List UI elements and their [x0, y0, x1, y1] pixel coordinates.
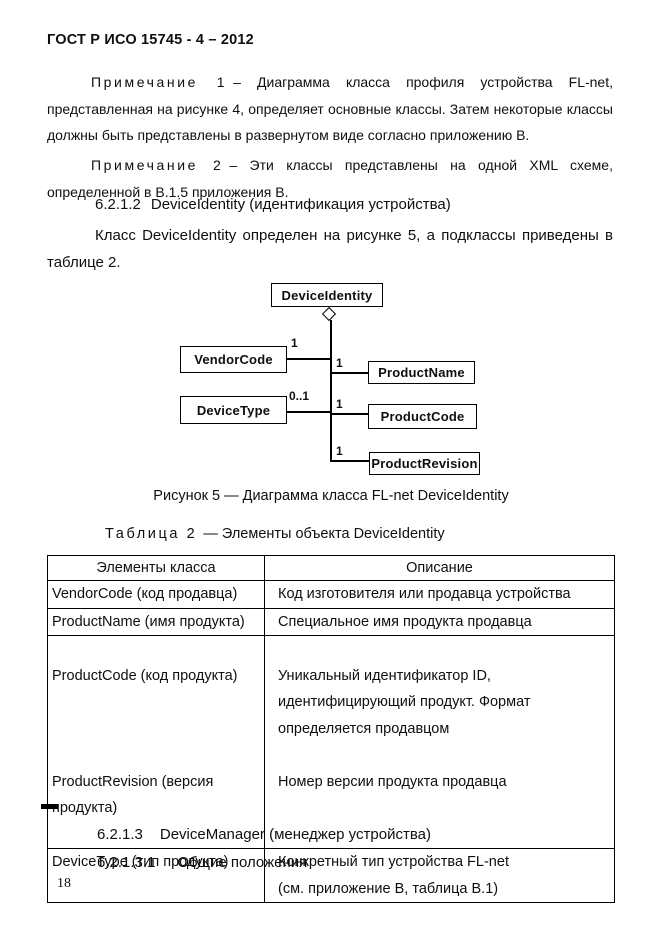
- table-corner-artifact: [41, 804, 58, 809]
- cell-description: Код изготовителя или продавца устройства: [264, 580, 615, 609]
- class-box-productrevision: ProductRevision: [369, 452, 480, 475]
- page-number: 18: [57, 876, 71, 891]
- section-title: DeviceManager (менеджер устройства): [159, 826, 431, 843]
- note-1-label: Примечание 1: [91, 74, 228, 90]
- cell-element: DeviceType (тип продукта): [47, 848, 265, 903]
- table-row-merged: ProductCode (код продукта) ProductRevisi…: [47, 635, 615, 849]
- cell-description-productcode: Уникальный идентификатор ID, идентифицир…: [278, 667, 531, 737]
- class-box-vendorcode: VendorCode: [180, 346, 287, 373]
- table-caption: Таблица 2 — Элементы объекта DeviceIdenti…: [105, 526, 445, 542]
- connector-productname: [330, 372, 368, 374]
- cell-element: ProductName (имя продукта): [47, 607, 265, 636]
- header-cell-elements: Элементы класса: [47, 555, 265, 581]
- cell-description: Уникальный идентификатор ID, идентифицир…: [264, 635, 615, 849]
- section-heading-62131: 6.2.1.3.1 Общие положения: [97, 854, 307, 871]
- section-number: 6.2.1.2: [95, 196, 141, 213]
- section-heading-6212: 6.2.1.2 DeviceIdentity (идентификация уст…: [95, 196, 451, 213]
- class-box-productname: ProductName: [368, 361, 475, 384]
- elements-table: Элементы класса Описание VendorCode (код…: [47, 555, 615, 903]
- header-cell-description: Описание: [264, 555, 615, 581]
- cell-element-productcode: ProductCode (код продукта): [52, 667, 238, 684]
- connector-productcode: [330, 413, 368, 415]
- multiplicity-devicetype: 0..1: [289, 389, 310, 403]
- note-2-label: Примечание 2: [91, 157, 224, 173]
- cell-description-productrevision: Номер версии продукта продавца: [278, 773, 507, 790]
- table-row: DeviceType (тип продукта) Конкретный тип…: [47, 848, 615, 903]
- note-2: Примечание 2– Эти классы представлены на…: [47, 152, 613, 205]
- cell-element: VendorCode (код продавца): [47, 580, 265, 609]
- class-box-deviceidentity: DeviceIdentity: [271, 283, 383, 307]
- table-caption-text: — Элементы объекта DeviceIdentity: [203, 526, 445, 542]
- section-title: Общие положения: [177, 854, 308, 871]
- class-box-devicetype: DeviceType: [180, 396, 287, 424]
- note-1: Примечание 1– Диаграмма класса профиля у…: [47, 69, 613, 149]
- section-heading-6213: 6.2.1.3 DeviceManager (менеджер устройств…: [97, 826, 431, 843]
- cell-element-productrevision: ProductRevision (версия продукта): [52, 773, 214, 817]
- section-title: DeviceIdentity (идентификация устройства…: [150, 196, 451, 213]
- class-box-productcode: ProductCode: [368, 404, 477, 429]
- connector-devicetype: [286, 411, 331, 413]
- cell-description: Конкретный тип устройства FL-net (см. пр…: [264, 848, 615, 903]
- section-number: 6.2.1.3: [97, 826, 143, 843]
- multiplicity-productname: 1: [336, 356, 343, 370]
- connector-vendorcode: [287, 358, 331, 360]
- cell-description: Специальное имя продукта продавца: [264, 607, 615, 636]
- connector-productrevision: [330, 460, 369, 462]
- doc-header: ГОСТ Р ИСО 15745 - 4 – 2012: [47, 32, 254, 48]
- connector-spine: [330, 320, 332, 461]
- section-number: 6.2.1.3.1: [97, 854, 156, 871]
- note-2-text: – Эти классы представлены на одной XML с…: [47, 157, 613, 200]
- multiplicity-productrevision: 1: [336, 444, 343, 458]
- table-row: ProductName (имя продукта) Специальное и…: [47, 607, 615, 636]
- note-1-text: – Диаграмма класса профиля устройства FL…: [47, 74, 614, 143]
- table-header-row: Элементы класса Описание: [47, 555, 615, 581]
- body-paragraph: Класс DeviceIdentity определен на рисунк…: [47, 227, 613, 271]
- multiplicity-vendorcode: 1: [291, 336, 298, 350]
- figure-caption: Рисунок 5 — Диаграмма класса FL-net Devi…: [153, 488, 509, 504]
- multiplicity-productcode: 1: [336, 397, 343, 411]
- table-caption-label: Таблица 2: [105, 526, 198, 542]
- aggregation-diamond-icon: [321, 306, 337, 322]
- table-row: VendorCode (код продавца) Код изготовите…: [47, 580, 615, 609]
- cell-element: ProductCode (код продукта) ProductRevisi…: [47, 635, 265, 849]
